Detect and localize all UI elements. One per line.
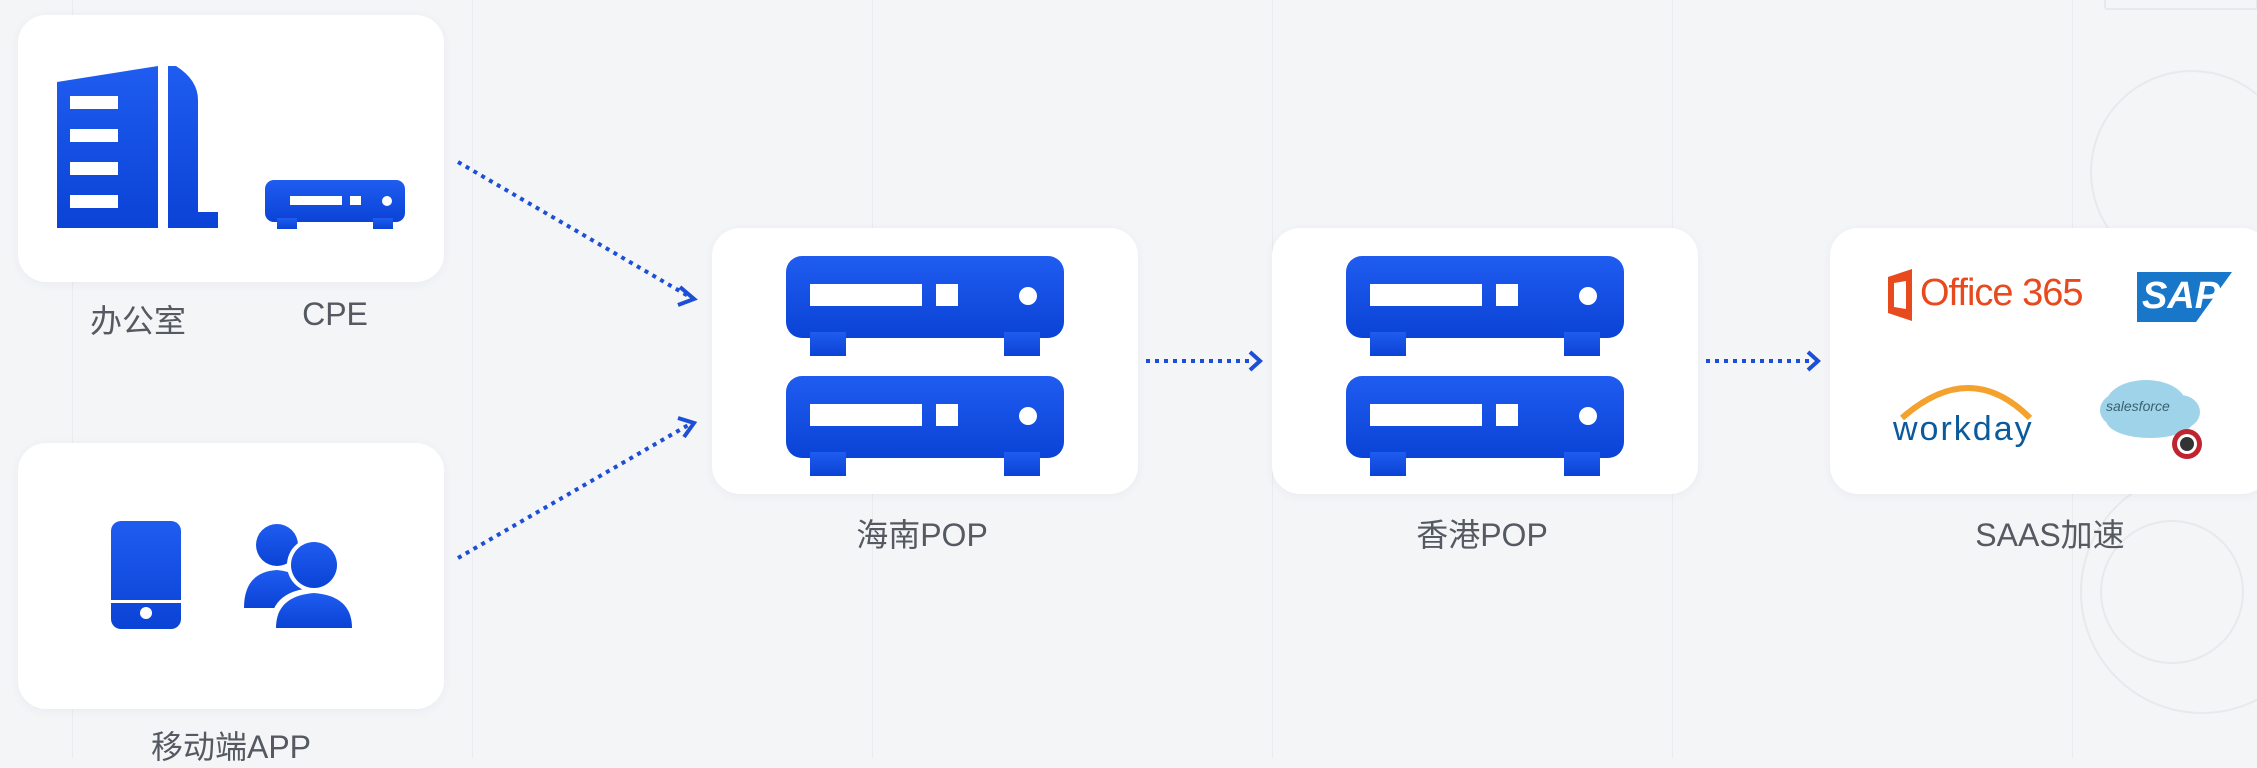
phone-icon [111,521,181,629]
sap-logo-icon [2137,272,2232,322]
workday-logo-text: workday [1893,410,2034,448]
grid-line [472,0,473,758]
arrow-mobile-to-hainan [456,422,692,560]
office-label: 办公室 [89,303,186,339]
sap-logo-text: SAP [2142,275,2221,317]
saas-label: SAAS加速 [1975,517,2125,553]
router-icon [265,180,405,229]
mobile-app-card [18,443,444,709]
server-icon [1346,256,1624,476]
decorative-circle [2100,520,2244,664]
cpe-label: CPE [302,296,368,332]
hongkong-pop-label: 香港POP [1416,517,1548,553]
arrow-office-to-hainan [456,160,692,299]
server-icon [786,256,1064,476]
arrow-head [1248,350,1263,372]
users-icon [244,524,359,632]
arrow-head [677,285,698,307]
workday-arc-icon [1900,385,2033,421]
grid-line [72,0,73,758]
salesforce-logo-icon [2100,380,2202,459]
mobile-app-label: 移动端APP [150,729,312,765]
building-icon [57,66,218,228]
salesforce-logo-text: salesforce [2106,398,2170,414]
office365-logo-text: Office 365 [1920,272,2084,314]
hainan-pop-label: 海南POP [856,517,988,553]
arrow-head [1806,350,1821,372]
office365-logo-icon [1888,269,1912,321]
arrow-head [677,416,698,439]
